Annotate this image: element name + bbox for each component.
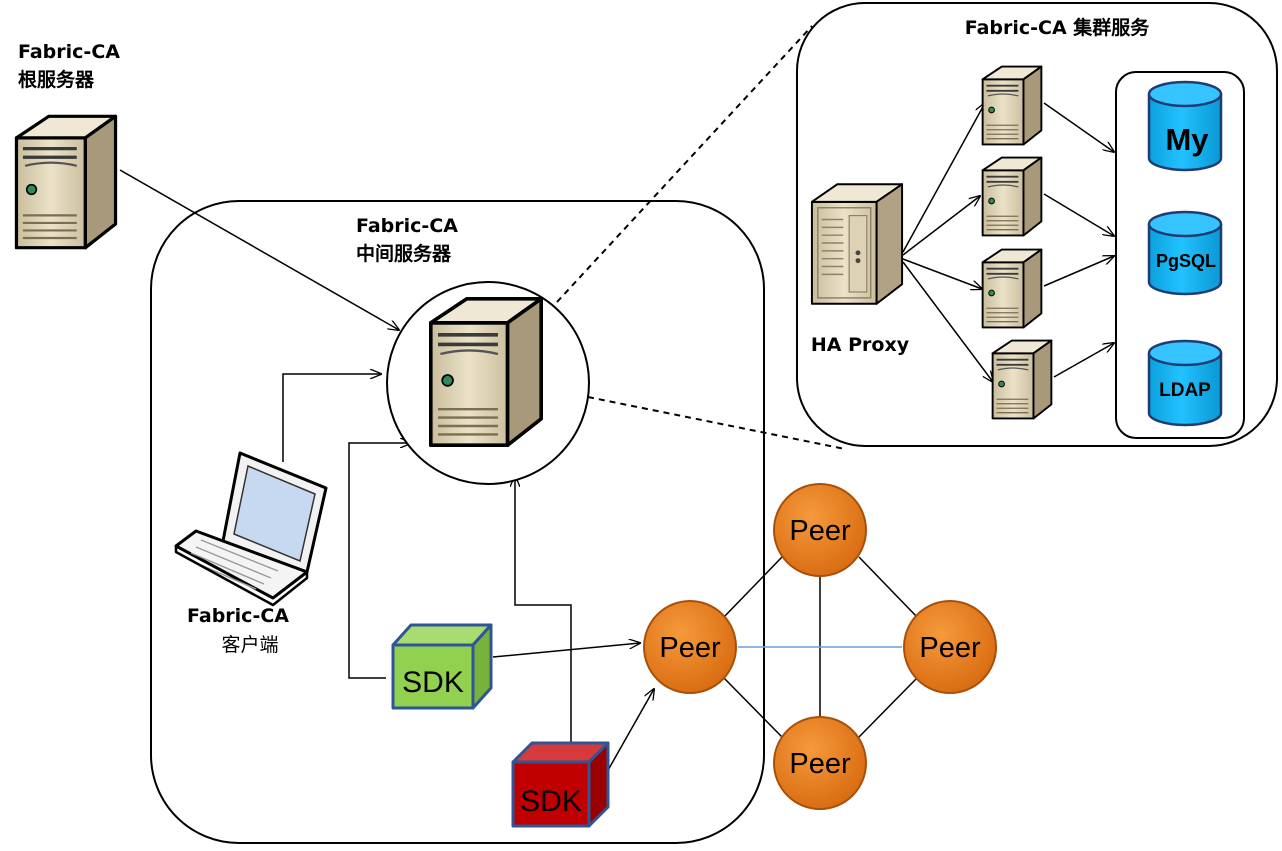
peer-node-bottom [773,716,867,810]
node-to-db-arrow [1053,343,1114,378]
intermediate-server-boundary [150,200,765,844]
root-server-label-line2: 根服务器 [18,68,95,91]
proxy-to-node-arrow [902,103,985,253]
red-sdk-to-server-arrow [515,476,572,743]
client-label-line1: Fabric-CA [187,605,289,627]
root-server-icon [14,114,118,250]
laptop-icon [174,451,328,607]
ldap-database-icon [1147,339,1223,427]
ldap-label: LDAP [1159,380,1211,401]
peer-label-top: Peer [789,515,851,547]
peer-node-left [643,600,737,694]
peer-label-left: Peer [659,632,721,664]
red-sdk-to-peer-arrow [606,689,654,773]
cluster-node-server-icon [981,65,1043,146]
zoom-line-top [556,25,813,303]
cluster-node-server-icon [981,248,1043,329]
intermediate-server-icon [428,296,544,448]
proxy-to-node-arrow [902,196,980,256]
root-to-intermediate-arrow [119,169,399,330]
client-label-line2: 客户端 [221,634,278,656]
pgsql-database-icon [1147,210,1223,296]
peer-link [858,676,919,738]
ha-proxy-icon [810,183,904,305]
peer-label-right: Peer [919,632,981,664]
peer-link [722,676,783,738]
proxy-to-node-arrow [902,258,982,289]
sdk-green-cube [391,623,493,710]
peer-link [722,556,783,619]
sdk-green-label: SDK [402,666,464,699]
intermediate-server-label-line1: Fabric-CA [356,215,458,237]
cluster-node-server-icon [981,156,1043,237]
node-to-db-arrow [1043,193,1114,236]
cluster-title: Fabric-CA 集群服务 [965,16,1151,39]
sdk-red-label: SDK [520,785,582,818]
peer-label-bottom: Peer [789,748,851,780]
peer-link [858,556,919,619]
mysql-label: My [1165,122,1209,157]
sdk-red-cube [511,741,610,828]
pgsql-label: PgSQL [1156,251,1216,271]
node-to-db-arrow [1043,256,1114,287]
cluster-boundary [796,2,1278,447]
green-sdk-to-peer-arrow [492,643,640,658]
zoom-line-bottom [587,396,846,450]
root-server-label-line1: Fabric-CA [18,41,120,63]
green-sdk-to-server-arrow [348,443,411,679]
proxy-to-node-arrow [902,261,993,382]
cluster-node-server-icon [991,339,1053,420]
node-to-db-arrow [1043,102,1114,152]
ha-proxy-label: HA Proxy [811,334,910,356]
intermediate-server-label-line2: 中间服务器 [356,242,452,265]
mysql-database-icon [1147,80,1223,172]
peer-node-top [773,483,867,577]
peer-node-right [903,600,997,694]
client-to-server-arrow [282,374,381,462]
